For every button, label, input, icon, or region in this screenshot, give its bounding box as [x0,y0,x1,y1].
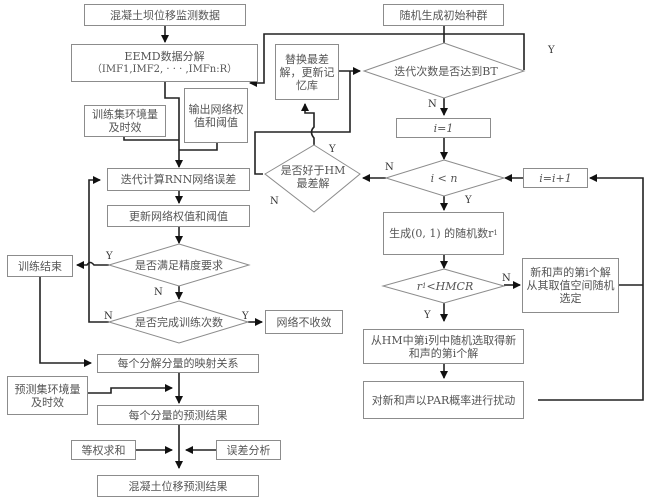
par-perturb-box: 对新和声以PAR概率进行扰动 [363,381,524,419]
hmcr-rest: <HMCR [426,279,474,293]
init-population-box: 随机生成初始种群 [383,4,504,26]
iter-check-text: 迭代次数是否达到BT [394,64,498,78]
iter-rnn-error-box: 迭代计算RNN网络误差 [107,168,250,191]
random-select-box: 新和声的第i个解从其取值空间随机选定 [522,258,619,313]
line-better-y-up [301,103,315,145]
diamond-hmcr [381,268,506,304]
gen-random-subscript: 1 [493,229,498,237]
diamond-better-check [264,144,361,213]
label-accuracy-n: N [154,287,163,298]
diamond-i-less-n [384,159,506,197]
monitoring-data-box: 混凝土坝位移监测数据 [84,4,246,26]
better-check-text: 是否好于HM最差解 [280,164,346,190]
equal-weight-sum-box: 等权求和 [71,440,136,460]
hm-select-box: 从HM中第i列中随机选取得新和声的第i个解 [363,329,524,364]
label-iter-y: Y [548,45,555,56]
final-result-box: 混凝土位移预测结果 [97,475,259,497]
accuracy-check-text: 是否满足精度要求 [135,258,223,272]
eemd-title: EEMD数据分解 [124,50,205,63]
diamond-train-count [107,300,250,344]
label-accuracy-y: Y [106,251,113,262]
replace-worst-box: 替换最差解，更新记忆库 [275,44,339,100]
label-count-y: Y [242,311,249,322]
line-better-n-loop [254,71,351,175]
hmcr-r-subscript: 1 [422,281,427,290]
line-iter-y-loop [249,33,525,87]
diamond-iter-check [362,42,526,99]
label-better-y: Y [329,144,336,155]
hmcr-r: r [416,279,422,293]
label-count-n: N [104,311,113,322]
line-par-to-right [538,174,644,401]
line-predict-env [88,384,173,394]
line-count-n-loop [88,176,109,323]
train-count-check-text: 是否完成训练次数 [135,315,223,329]
line-output-weights [179,143,218,151]
label-hmcr-n: N [502,273,511,284]
update-weights-box: 更新网络权值和阈值 [107,205,250,227]
error-analysis-box: 误差分析 [216,440,281,460]
label-iter-n: N [428,99,437,110]
label-i-less-n-y: Y [465,195,472,206]
component-result-box: 每个分量的预测结果 [97,405,259,425]
label-hmcr-y: Y [424,310,431,321]
label-better-n: N [270,196,279,207]
i-increment-box: i=i+1 [523,168,588,188]
line-eemd-down [164,82,183,168]
mapping-box: 每个分解分量的映射关系 [97,354,259,373]
gen-random-text: 生成(0, 1) 的随机数r [389,227,494,240]
eemd-decomposition-box: EEMD数据分解 （IMF1,IMF2, · · · ,IMFn:R） [71,44,258,82]
line-accuracy-y-to-end [76,261,109,269]
label-i-less-n-n: N [385,162,394,173]
eemd-components: （IMF1,IMF2, · · · ,IMFn:R） [91,64,238,75]
train-env-box: 训练集环境量及时效 [84,105,166,137]
i-less-n-text: i < n [430,171,458,185]
diamond-accuracy [107,243,251,287]
train-end-box: 训练结束 [7,255,73,277]
output-weights-box: 输出网络权值和阈值 [184,88,248,143]
i-init-box: i=1 [396,118,491,138]
predict-env-box: 预测集环境量及时效 [7,376,88,415]
not-converge-box: 网络不收敛 [265,310,343,334]
line-train-end-to-mapping [39,277,92,367]
